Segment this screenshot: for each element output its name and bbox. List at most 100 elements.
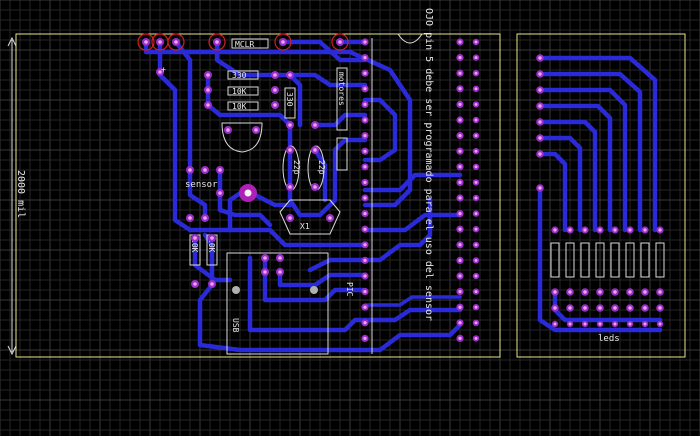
pad-hole <box>313 185 317 189</box>
pad-hole <box>273 103 277 107</box>
silkscreen-main: MCLR 330 10K 10K 330 motores sensor 22p … <box>185 8 434 355</box>
pad-hole <box>474 274 478 278</box>
pad-hole <box>288 185 292 189</box>
r2-label: 10K <box>232 87 247 96</box>
usb-mount-left <box>232 286 240 294</box>
pad-hole <box>210 282 214 286</box>
pad-hole <box>474 212 478 216</box>
led-board-outline <box>516 33 686 358</box>
pad-layer <box>137 33 664 342</box>
pad-hole <box>206 103 210 107</box>
led-resistor-outline <box>655 242 665 278</box>
pad-hole <box>218 168 222 172</box>
pad-hole <box>363 211 367 216</box>
led-resistor-outline <box>550 242 560 278</box>
pad-hole <box>363 118 367 122</box>
pad-hole <box>203 216 207 220</box>
chip-notch <box>397 33 423 44</box>
pad-hole <box>193 282 197 286</box>
pad-hole <box>206 73 210 77</box>
pad-hole <box>474 180 478 184</box>
pad-hole <box>458 40 462 44</box>
silkscreen-leds: leds <box>550 242 665 344</box>
pad-hole <box>538 72 542 76</box>
pad-hole <box>474 336 478 340</box>
mclr-resistor-outline <box>231 38 269 49</box>
rj-b-label: 10K <box>207 238 216 253</box>
pad-hole <box>553 322 557 326</box>
pad-hole <box>628 322 632 326</box>
pad-hole <box>263 256 267 260</box>
led-resistor-outline <box>565 242 575 278</box>
led-resistor-outline <box>610 242 620 278</box>
pad-hole <box>338 40 342 44</box>
pad-hole <box>598 322 602 326</box>
header-pin-ring <box>137 33 155 51</box>
usb-label: USB <box>231 318 240 333</box>
pad-hole <box>206 88 210 92</box>
leds-label: leds <box>598 334 620 344</box>
pad-hole <box>658 322 662 326</box>
pad-hole <box>363 55 367 60</box>
pad-hole <box>363 305 367 309</box>
note-label: OJO pin 5 debe ser programado para el us… <box>423 8 434 321</box>
pad-hole <box>538 56 542 60</box>
pad-hole <box>203 168 207 172</box>
pad-hole <box>363 289 367 294</box>
c1-label: 22p <box>292 160 301 175</box>
pad-hole <box>474 87 478 91</box>
pad-hole <box>174 40 178 44</box>
pad-hole <box>273 73 277 77</box>
pad-hole <box>458 227 462 231</box>
led-resistor-outline <box>595 242 605 278</box>
pad-hole <box>458 305 462 309</box>
pad-hole <box>474 290 478 294</box>
pad-hole <box>313 123 317 127</box>
pad-hole <box>363 149 367 153</box>
pad-hole <box>474 165 478 169</box>
pad-hole <box>188 216 192 220</box>
pad-hole <box>288 73 292 77</box>
pad-hole <box>474 243 478 247</box>
pad-hole <box>474 56 478 60</box>
pad-hole <box>363 274 367 278</box>
pad-hole <box>568 228 572 232</box>
pad-hole <box>643 322 647 326</box>
pad-hole <box>474 258 478 262</box>
pad-hole <box>628 290 632 294</box>
sensor-label: sensor <box>185 180 218 190</box>
pad-hole <box>643 290 647 294</box>
pad-hole <box>658 228 662 232</box>
pad-hole <box>538 104 542 108</box>
pad-hole <box>458 165 462 169</box>
pad-hole <box>474 40 478 44</box>
pad-hole <box>363 180 367 185</box>
pad-hole <box>538 136 542 140</box>
pad-hole <box>613 322 617 326</box>
pad-hole <box>458 196 462 200</box>
crystal-label: X1 <box>300 222 310 231</box>
pad-hole <box>583 228 587 232</box>
motores-label: motores <box>337 72 346 106</box>
pad-hole <box>583 290 587 294</box>
pad-hole <box>458 87 462 91</box>
led-resistor-outline <box>580 242 590 278</box>
pad-hole <box>538 88 542 92</box>
pad-hole <box>538 152 542 156</box>
pad-hole <box>474 102 478 106</box>
pad-hole <box>363 243 367 247</box>
trace-layer-leds <box>537 55 663 333</box>
pad-hole <box>643 228 647 232</box>
pad-hole <box>458 211 462 216</box>
led-resistor-outline <box>640 242 650 278</box>
pad-hole <box>458 289 462 294</box>
pad-hole <box>281 40 285 44</box>
pad-hole <box>458 321 462 325</box>
pad-hole <box>288 123 292 127</box>
plus-mark: + <box>161 65 166 74</box>
pad-hole <box>474 196 478 200</box>
pad-hole <box>158 40 162 44</box>
r3-label: 10K <box>232 102 247 111</box>
